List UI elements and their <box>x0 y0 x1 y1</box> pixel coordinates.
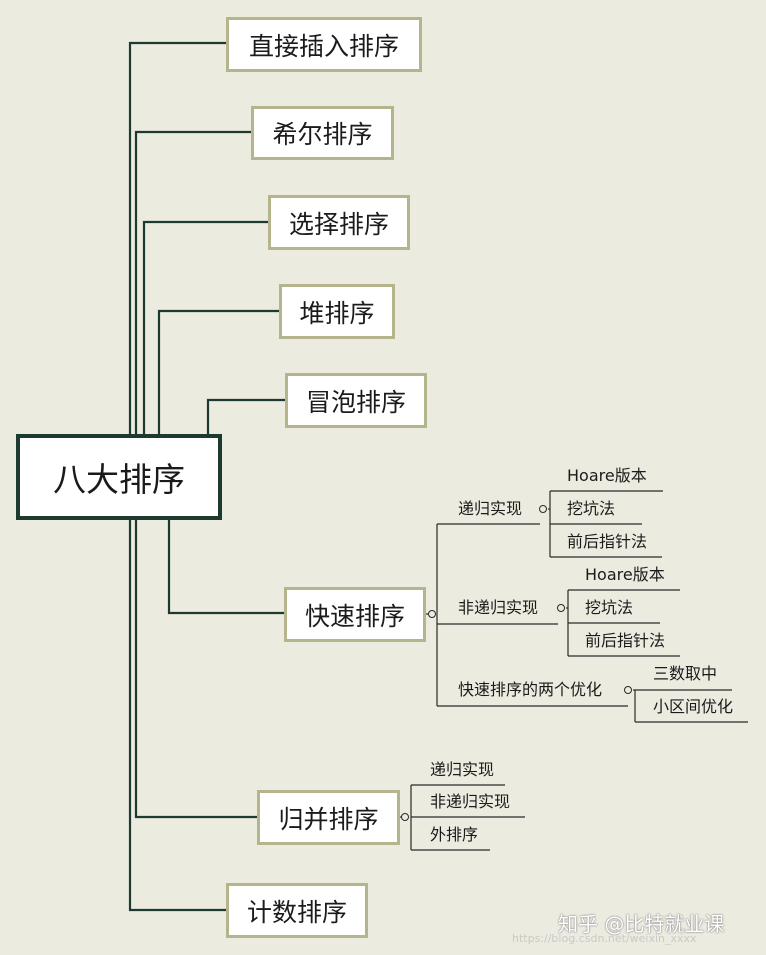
merge-non-recursive[interactable]: 非递归实现 <box>430 792 511 811</box>
watermark-text: 知乎 @比特就业课 <box>558 912 725 936</box>
quick-non-recursive-dig-pit[interactable]: 挖坑法 <box>585 598 634 617</box>
quick-optimization-small-range[interactable]: 小区间优化 <box>653 697 734 716</box>
watermark-url: https://blog.csdn.net/weixin_xxxx <box>512 932 697 945</box>
merge-external-sort[interactable]: 外排序 <box>430 825 479 844</box>
branch-merge-sort[interactable]: 归并排序 <box>257 790 400 845</box>
merge-recursive[interactable]: 递归实现 <box>430 760 495 779</box>
recursive-collapse-toggle[interactable] <box>539 505 547 513</box>
branch-heap-sort[interactable]: 堆排序 <box>279 284 395 339</box>
branch-insertion-sort[interactable]: 直接插入排序 <box>226 17 422 72</box>
quick-optimization-median-of-three[interactable]: 三数取中 <box>653 664 718 683</box>
quick-recursive-hoare[interactable]: Hoare版本 <box>567 466 647 485</box>
optimizations-collapse-toggle[interactable] <box>624 686 632 694</box>
quick-non-recursive-hoare[interactable]: Hoare版本 <box>585 565 665 584</box>
quick-recursive-dig-pit[interactable]: 挖坑法 <box>567 499 616 518</box>
branch-selection-sort[interactable]: 选择排序 <box>268 195 410 250</box>
merge-sort-collapse-toggle[interactable] <box>401 813 409 821</box>
quick-recursive-label[interactable]: 递归实现 <box>458 499 523 518</box>
branch-quick-sort[interactable]: 快速排序 <box>284 587 426 642</box>
branch-bubble-sort[interactable]: 冒泡排序 <box>285 373 427 428</box>
quick-recursive-two-pointers[interactable]: 前后指针法 <box>567 532 648 551</box>
quick-non-recursive-two-pointers[interactable]: 前后指针法 <box>585 631 666 650</box>
root-node[interactable]: 八大排序 <box>16 434 222 520</box>
non-recursive-collapse-toggle[interactable] <box>557 604 565 612</box>
quick-optimizations-label[interactable]: 快速排序的两个优化 <box>458 680 603 699</box>
quick-sort-collapse-toggle[interactable] <box>428 610 436 618</box>
branch-counting-sort[interactable]: 计数排序 <box>226 883 368 938</box>
quick-non-recursive-label[interactable]: 非递归实现 <box>458 598 539 617</box>
branch-shell-sort[interactable]: 希尔排序 <box>251 106 394 160</box>
